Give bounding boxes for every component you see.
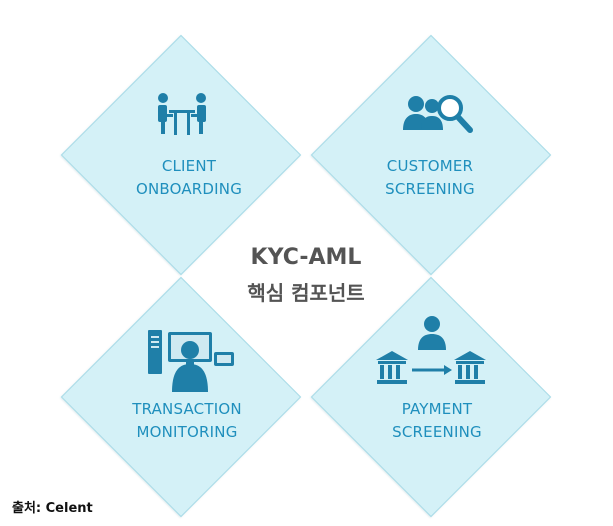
customer-screening-line1: CUSTOMER <box>386 157 474 175</box>
transaction-monitoring-line2: MONITORING <box>136 423 238 441</box>
transaction-monitoring-label: TRANSACTION MONITORING <box>87 398 287 444</box>
bank-transfer-icon <box>376 316 486 384</box>
center-title-line1: KYC-AML <box>250 245 362 270</box>
client-onboarding-label: CLIENT ONBOARDING <box>89 155 289 201</box>
payment-screening-label: PAYMENT SCREENING <box>337 398 537 444</box>
client-onboarding-line2: ONBOARDING <box>135 180 243 198</box>
center-title-line2: 핵심 컴포넌트 <box>247 281 365 305</box>
diamond-payment-screening <box>310 276 552 518</box>
diamond-transaction-monitoring <box>60 276 302 518</box>
workstation-icon <box>148 330 234 392</box>
transaction-monitoring-line1: TRANSACTION <box>132 400 242 418</box>
customer-screening-line2: SCREENING <box>385 180 475 198</box>
payment-screening-line1: PAYMENT <box>401 400 473 418</box>
meeting-icon <box>158 93 206 135</box>
user-search-icon <box>403 95 473 133</box>
payment-screening-line2: SCREENING <box>392 423 482 441</box>
customer-screening-label: CUSTOMER SCREENING <box>330 155 530 201</box>
client-onboarding-line1: CLIENT <box>161 157 217 175</box>
source-caption: 출처: Celent <box>12 501 93 516</box>
